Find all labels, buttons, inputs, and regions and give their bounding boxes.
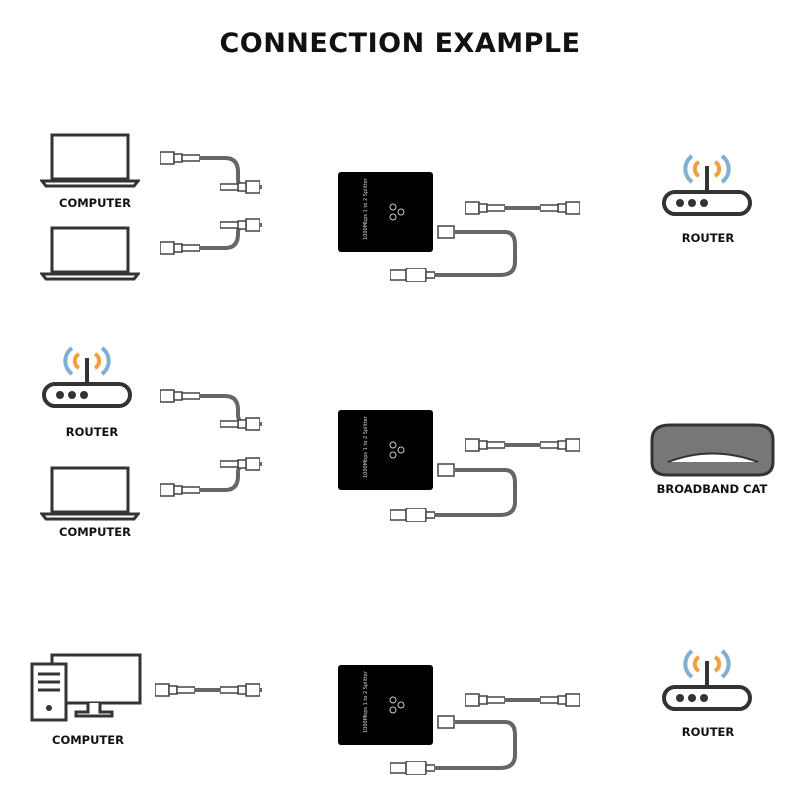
rj45-connector-icon [540, 693, 580, 707]
rj45-connector-icon [220, 457, 260, 471]
splitter-device [338, 172, 433, 252]
rj45-connector-icon [160, 241, 200, 255]
splitter-device [338, 665, 433, 745]
section-3: COMPUTER 1000Mbps 1 to 2 Splitter ROUTER [30, 649, 752, 775]
right-label: ROUTER [682, 231, 735, 245]
rj45-connector-icon [160, 389, 200, 403]
rj45-connector-icon [465, 693, 505, 707]
router-icon [662, 649, 752, 711]
splitter-device [338, 410, 433, 490]
laptop-icon [40, 226, 140, 281]
rj45-connector-icon [160, 483, 200, 497]
usb-c-connector-icon [437, 463, 455, 477]
rj45-connector-icon [540, 438, 580, 452]
rj45-connector-icon [220, 417, 260, 431]
left-label: COMPUTER [52, 733, 124, 747]
usb-c-connector-icon [437, 715, 455, 729]
rj45-connector-icon [220, 218, 260, 232]
device-label: 1000Mbps 1 to 2 Splitter [363, 670, 369, 733]
diagram-title: CONNECTION EXAMPLE [219, 28, 580, 59]
rj45-connector-icon [465, 201, 505, 215]
rj45-connector-icon [155, 683, 195, 697]
section-2: ROUTER COMPUTER 1000Mbps 1 to 2 Splitter… [40, 346, 775, 539]
device-label: 1000Mbps 1 to 2 Splitter [363, 415, 369, 478]
right-label: BROADBAND CAT [657, 482, 768, 496]
device-label: 1000Mbps 1 to 2 Splitter [363, 177, 369, 240]
right-label: ROUTER [682, 725, 735, 739]
usb-connector-icon [390, 268, 435, 282]
rj45-connector-icon [220, 180, 260, 194]
section-1: COMPUTER 1000Mbps 1 to 2 Splitter ROUTER [40, 133, 752, 282]
usb-cable [435, 468, 517, 517]
laptop-icon [40, 133, 140, 188]
usb-cable [435, 230, 517, 277]
usb-connector-icon [390, 508, 435, 522]
laptop-icon [40, 466, 140, 521]
usb-c-connector-icon [437, 225, 455, 239]
router-icon [662, 154, 752, 216]
rj45-connector-icon [465, 438, 505, 452]
usb-cable [435, 720, 517, 770]
left-label: ROUTER [66, 425, 119, 439]
router-icon [42, 346, 132, 408]
rj45-connector-icon [220, 683, 260, 697]
usb-connector-icon [390, 761, 435, 775]
rj45-connector-icon [540, 201, 580, 215]
broadband-modem-icon [650, 423, 775, 477]
left-label: COMPUTER [59, 525, 131, 539]
desktop-computer-icon [30, 653, 142, 722]
left-label: COMPUTER [59, 196, 131, 210]
rj45-connector-icon [160, 151, 200, 165]
